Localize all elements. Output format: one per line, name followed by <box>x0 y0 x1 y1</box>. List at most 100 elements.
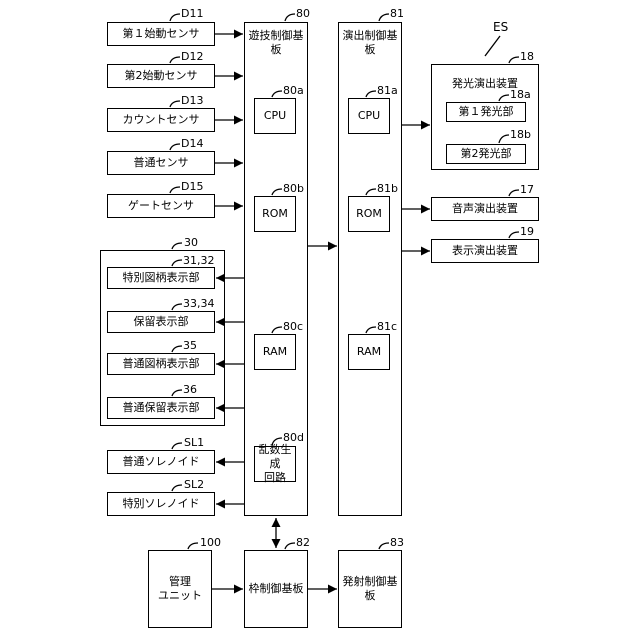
display-item-label-4: 普通保留表示部 <box>123 401 200 415</box>
sensor-box-1: 第１始動センサ <box>107 22 215 46</box>
sensor-ref-4: D14 <box>181 137 203 150</box>
effect-rom-ref: 81b <box>377 182 398 195</box>
solenoid-ref-2: SL2 <box>184 478 204 491</box>
effect-ram-box: RAM <box>348 334 390 370</box>
game-ram-box: RAM <box>254 334 296 370</box>
light-part-ref-1: 18a <box>510 88 531 101</box>
sensor-ref-1: D11 <box>181 7 203 20</box>
sensor-box-5: ゲートセンサ <box>107 194 215 218</box>
game-cpu-ref: 80a <box>283 84 304 97</box>
light-part-label-2: 第2発光部 <box>461 147 512 161</box>
solenoid-ref-1: SL1 <box>184 436 204 449</box>
management-unit-ref: 100 <box>200 536 221 549</box>
frame-board-ref: 82 <box>296 536 310 549</box>
game-ram-label: RAM <box>263 345 287 359</box>
leader-sl1 <box>172 443 182 449</box>
management-unit-label: 管理 ユニット <box>158 575 202 603</box>
game-rom-ref: 80b <box>283 182 304 195</box>
display-item-box-2: 保留表示部 <box>107 311 215 333</box>
display-device-ref: 19 <box>520 225 534 238</box>
game-board-ref: 80 <box>296 7 310 20</box>
leader-82 <box>285 543 295 549</box>
solenoid-box-1: 普通ソレノイド <box>107 450 215 474</box>
light-part-box-1: 第１発光部 <box>446 102 526 122</box>
display-group-ref: 30 <box>184 236 198 249</box>
leader-sl2 <box>172 485 182 491</box>
effect-cpu-label: CPU <box>358 109 380 123</box>
light-device-ref: 18 <box>520 50 534 63</box>
effect-cpu-ref: 81a <box>377 84 398 97</box>
game-cpu-box: CPU <box>254 98 296 134</box>
launch-board-ref: 83 <box>390 536 404 549</box>
display-device-box: 表示演出装置 <box>431 239 539 263</box>
game-ram-ref: 80c <box>283 320 303 333</box>
effect-ram-label: RAM <box>357 345 381 359</box>
display-item-box-4: 普通保留表示部 <box>107 397 215 419</box>
display-device-label: 表示演出装置 <box>452 244 518 258</box>
game-cpu-label: CPU <box>264 109 286 123</box>
sensor-box-3: カウントセンサ <box>107 108 215 132</box>
game-rom-box: ROM <box>254 196 296 232</box>
frame-board-label: 枠制御基板 <box>249 582 304 596</box>
effect-rom-label: ROM <box>356 207 382 221</box>
sensor-ref-5: D15 <box>181 180 203 193</box>
sensor-box-2: 第2始動センサ <box>107 64 215 88</box>
light-device-label: 発光演出装置 <box>452 77 518 91</box>
light-part-label-1: 第１発光部 <box>459 105 514 119</box>
sensor-label-5: ゲートセンサ <box>128 199 194 213</box>
launch-board-label: 発射制御基板 <box>339 575 401 603</box>
leader-d13 <box>170 101 180 107</box>
sound-device-ref: 17 <box>520 183 534 196</box>
leader-d12 <box>170 57 180 63</box>
display-item-label-1: 特別図柄表示部 <box>123 271 200 285</box>
leader-30 <box>172 243 182 249</box>
leader-d11 <box>170 14 180 21</box>
leader-19 <box>509 232 519 238</box>
solenoid-label-1: 普通ソレノイド <box>123 455 200 469</box>
solenoid-box-2: 特別ソレノイド <box>107 492 215 516</box>
leader-80 <box>285 14 295 21</box>
effect-cpu-box: CPU <box>348 98 390 134</box>
sensor-ref-2: D12 <box>181 50 203 63</box>
leader-83 <box>379 543 389 549</box>
launch-board-box: 発射制御基板 <box>338 550 402 628</box>
display-item-label-3: 普通図柄表示部 <box>123 357 200 371</box>
es-label: ES <box>493 20 508 34</box>
game-board-label: 遊技制御基板 <box>245 29 307 57</box>
management-unit-box: 管理 ユニット <box>148 550 212 628</box>
frame-board-box: 枠制御基板 <box>244 550 308 628</box>
display-item-ref-2: 33,34 <box>183 297 215 310</box>
light-part-ref-2: 18b <box>510 128 531 141</box>
leader-81 <box>379 14 389 21</box>
sensor-box-4: 普通センサ <box>107 151 215 175</box>
game-rng-ref: 80d <box>283 431 304 444</box>
leader-es <box>485 36 500 56</box>
sound-device-box: 音声演出装置 <box>431 197 539 221</box>
game-rng-label: 乱数生成 回路 <box>255 443 295 484</box>
leader-d15 <box>170 187 180 193</box>
display-item-ref-1: 31,32 <box>183 254 215 267</box>
sensor-label-3: カウントセンサ <box>123 113 200 127</box>
leader-18 <box>509 57 519 63</box>
solenoid-label-2: 特別ソレノイド <box>123 497 200 511</box>
display-item-ref-4: 36 <box>183 383 197 396</box>
effect-board-label: 演出制御基板 <box>339 29 401 57</box>
game-rng-box: 乱数生成 回路 <box>254 446 296 482</box>
effect-board-ref: 81 <box>390 7 404 20</box>
display-item-box-1: 特別図柄表示部 <box>107 267 215 289</box>
game-rom-label: ROM <box>262 207 288 221</box>
effect-rom-box: ROM <box>348 196 390 232</box>
leader-d14 <box>170 144 180 150</box>
leader-100 <box>188 543 198 549</box>
effect-ram-ref: 81c <box>377 320 397 333</box>
display-item-label-2: 保留表示部 <box>134 315 189 329</box>
sound-device-label: 音声演出装置 <box>452 202 518 216</box>
display-item-box-3: 普通図柄表示部 <box>107 353 215 375</box>
leader-17 <box>509 190 519 196</box>
light-part-box-2: 第2発光部 <box>446 144 526 164</box>
sensor-label-2: 第2始動センサ <box>125 69 198 83</box>
sensor-label-4: 普通センサ <box>134 156 189 170</box>
display-item-ref-3: 35 <box>183 339 197 352</box>
